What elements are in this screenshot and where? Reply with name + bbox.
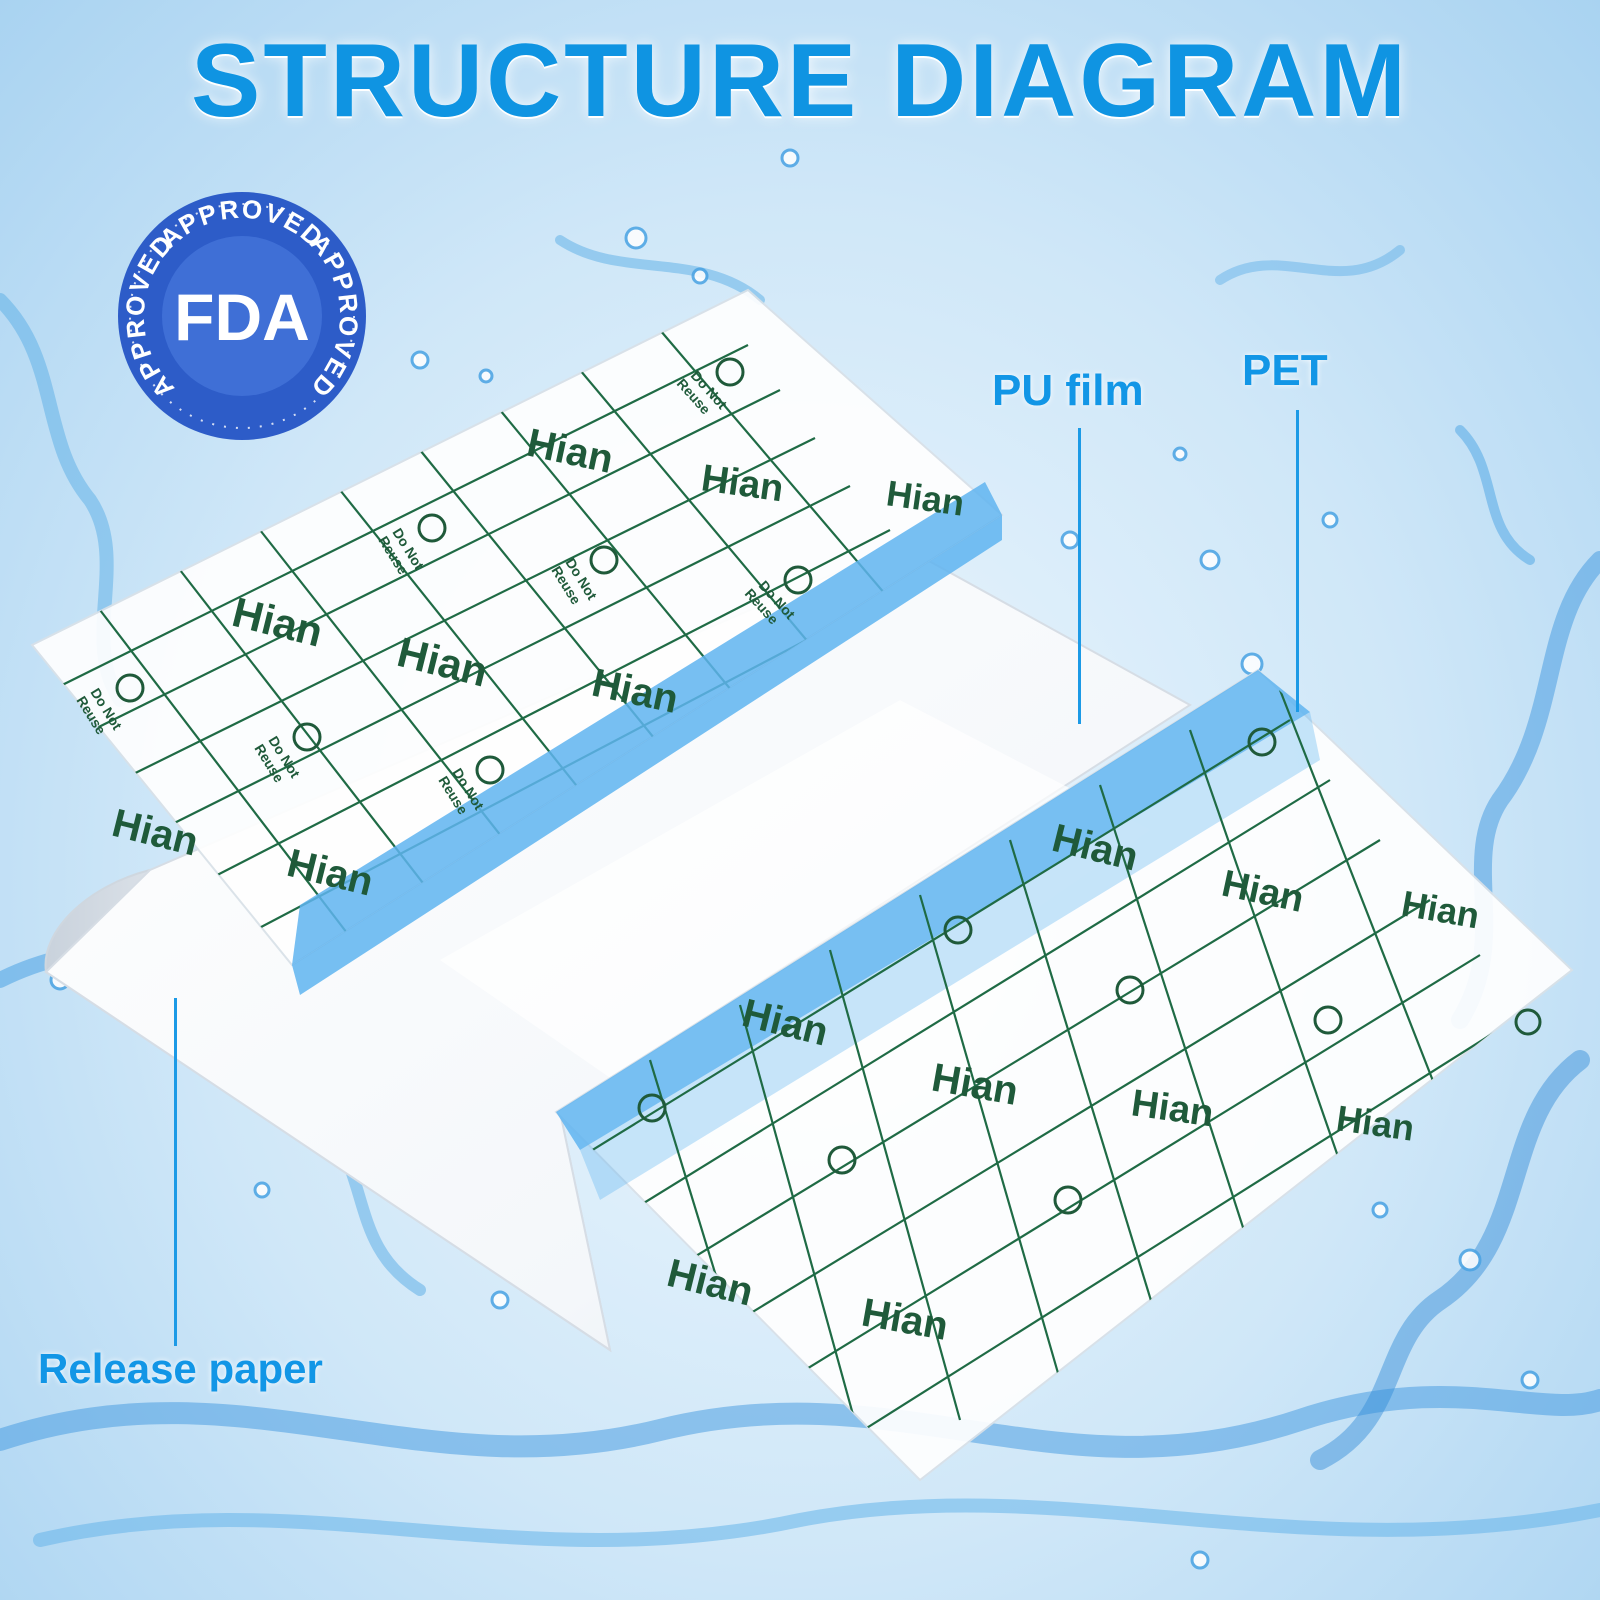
fda-badge-icon: APPROVED APPROVED APPROVED FDA (118, 192, 366, 440)
water-splash-icon (0, 235, 1600, 1547)
fda-badge-text: FDA (174, 280, 310, 354)
release-paper-label: Release paper (38, 1345, 323, 1392)
do-not-reuse-icon (115, 357, 813, 785)
release-paper-leader-line (174, 998, 177, 1346)
page-title: STRUCTURE DIAGRAM (190, 23, 1410, 139)
release-paper-sheet (44, 543, 1192, 1353)
pet-label: PET (1242, 346, 1328, 395)
film-flap-right: Hian Hian Hian Hian Hian Hian Hian Hian … (554, 668, 1574, 1482)
film-flap-left: Hian Hian Hian Hian Hian Hian Hian Hian … (30, 288, 1004, 995)
pu-film-label: PU film (992, 366, 1144, 415)
pet-leader-line (1296, 410, 1299, 712)
pu-film-leader-line (1078, 428, 1081, 724)
